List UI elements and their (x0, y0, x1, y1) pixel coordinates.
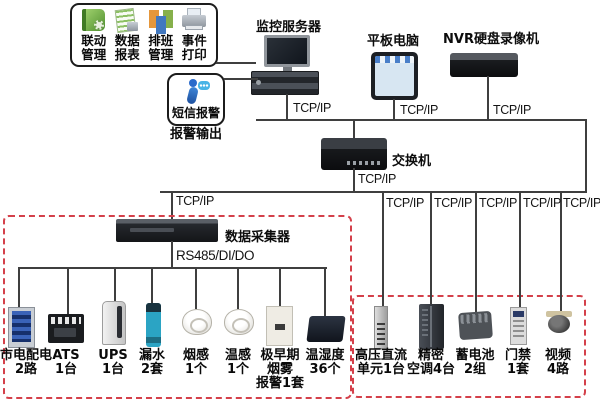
drop-ups (114, 269, 116, 302)
left-devices-group-box (3, 215, 352, 399)
event-print-icon (181, 8, 207, 34)
switch-label: 交换机 (392, 154, 432, 169)
drop-switch-top (353, 121, 355, 140)
drop-collector-top (171, 193, 173, 221)
app-label: 排班管理 (148, 33, 174, 62)
tablet-icon (371, 52, 418, 100)
drop-ats (67, 269, 69, 314)
app-data-report: 数据报表 (111, 8, 145, 64)
early-smoke-alarm-icon (266, 306, 293, 346)
server-monitor-icon (264, 35, 310, 67)
video-camera-icon (548, 315, 570, 333)
linkage-management-icon (81, 8, 107, 34)
drop-water-leak (151, 269, 153, 303)
battery-icon (458, 310, 493, 341)
switch-icon (321, 138, 387, 170)
tcpip-label-nvr: TCP/IP (493, 103, 531, 117)
middle-bus-line (160, 191, 587, 193)
management-apps-box: 联动管理 数据报表 排班管理 事件打印 (70, 3, 218, 67)
server-label: 监控服务器 (256, 20, 322, 35)
line-apps-to-server (216, 62, 256, 64)
app-shift-management: 排班管理 (144, 8, 178, 64)
drop-collector-bottom (171, 241, 173, 269)
drop-temp-humidity (324, 269, 326, 316)
hvdc-unit-icon (374, 306, 388, 349)
drop-battery (475, 193, 477, 312)
tcpip-label-video: TCP/IP (563, 196, 600, 210)
ats-icon (48, 314, 84, 343)
drop-temp-sensor (237, 269, 239, 309)
drop-mains-power (18, 269, 20, 307)
precision-ac-label: 精密空调4台 (406, 348, 456, 377)
tcpip-label-hvdc: TCP/IP (386, 196, 424, 210)
tcpip-label-precision-ac: TCP/IP (434, 196, 472, 210)
nvr-icon (450, 53, 518, 77)
nvr-label: NVR硬盘录像机 (443, 32, 539, 47)
drop-access-control (519, 193, 521, 307)
drop-switch-bottom (353, 168, 355, 193)
top-bus-line (256, 119, 587, 121)
alarm-output-label: 报警输出 (169, 127, 222, 142)
sms-alarm-icon (185, 78, 211, 106)
drop-early-smoke (279, 269, 281, 307)
drop-smoke-sensor (195, 269, 197, 309)
drop-server (286, 94, 288, 121)
tcpip-label-server: TCP/IP (293, 101, 331, 115)
drop-precision-ac (430, 193, 432, 304)
data-collector-icon (116, 219, 218, 242)
ups-icon (102, 301, 126, 345)
data-collector-label: 数据采集器 (225, 230, 291, 245)
mains-power-icon (8, 307, 35, 348)
hvdc-unit-label: 高压直流单元1台 (354, 348, 407, 377)
app-linkage-management: 联动管理 (77, 8, 111, 64)
early-smoke-alarm-label: 极早期烟雾 报警1套 (255, 348, 305, 391)
precision-ac-icon (419, 304, 444, 349)
app-event-print: 事件打印 (178, 8, 212, 64)
server-rack-icon (251, 71, 319, 95)
data-report-icon (114, 8, 140, 34)
line-sms-to-server (224, 78, 258, 80)
sms-alarm-label: 短信报警 (171, 106, 220, 120)
tablet-label: 平板电脑 (367, 34, 420, 49)
bus-right-down-line (585, 121, 587, 193)
sensor-bus-line (18, 267, 327, 269)
tcpip-label-tablet: TCP/IP (400, 103, 438, 117)
temp-sensor-icon (224, 309, 254, 335)
access-control-icon (510, 307, 527, 345)
tcpip-label-access: TCP/IP (523, 196, 561, 210)
tcpip-label-collector: TCP/IP (176, 194, 214, 208)
app-label: 数据报表 (114, 33, 140, 62)
app-label: 联动管理 (81, 33, 107, 62)
server-monitor-stand (283, 67, 292, 71)
sms-alarm-box: 短信报警 (167, 73, 225, 126)
shift-management-icon (148, 8, 174, 34)
tcpip-label-switch: TCP/IP (358, 172, 396, 186)
right-devices-group-box (352, 295, 586, 398)
temp-humidity-icon (306, 316, 346, 342)
video-camera-mount (546, 311, 572, 317)
water-leak-icon (146, 303, 161, 347)
drop-video (560, 193, 562, 311)
smoke-sensor-icon (182, 309, 212, 335)
rs485-bus-label: RS485/DI/DO (176, 248, 255, 263)
drop-nvr (487, 76, 489, 121)
drop-hvdc (382, 193, 384, 306)
app-label: 事件打印 (181, 33, 207, 62)
tcpip-label-battery: TCP/IP (479, 196, 517, 210)
drop-tablet (393, 99, 395, 121)
